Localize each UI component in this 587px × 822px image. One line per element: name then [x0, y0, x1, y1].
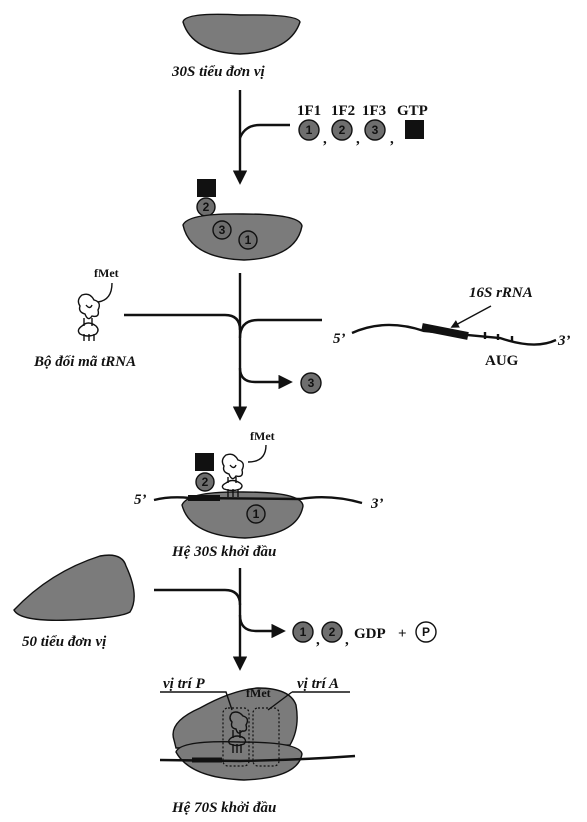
p-site-box	[222, 707, 250, 767]
factor-join-line	[238, 123, 290, 139]
released-if3	[300, 372, 322, 394]
comma-3: ,	[390, 131, 394, 147]
released-if3-number: 3	[308, 376, 315, 390]
a-site-underline	[267, 691, 350, 711]
caption-50s: 50 tiểu đơn vị	[22, 634, 107, 650]
phosphate-circle	[415, 621, 437, 643]
70s-trna-icon: fMet	[228, 686, 271, 753]
complex-gtp-square	[195, 453, 214, 471]
mrna-5prime: 5’	[333, 331, 346, 347]
trna-icon: fMet	[77, 266, 119, 341]
release-line	[238, 614, 286, 639]
if3-circle	[364, 119, 386, 141]
comma-5: ,	[345, 632, 349, 648]
shine-dalgarno-box	[421, 323, 469, 340]
70s-large-subunit	[172, 687, 298, 749]
50s-subunit-shape	[13, 554, 135, 621]
bound-if1	[238, 230, 258, 250]
phosphate-label: P	[422, 625, 430, 639]
caption-70s-complex: Hệ 70S khởi đầu	[171, 800, 276, 816]
released-if1	[292, 621, 314, 643]
complex-if2-number: 2	[202, 475, 209, 489]
bound-if3-number: 3	[219, 223, 226, 237]
70s-mrna	[159, 754, 356, 763]
comma-4: ,	[316, 632, 320, 648]
complex-fmet-label: fMet	[250, 429, 275, 443]
aug-label: AUG	[485, 353, 519, 369]
gtp-square	[405, 120, 424, 139]
p-site-label: vị trí P	[163, 676, 205, 692]
mrna-join-line	[238, 318, 322, 339]
caption-30s: 30S tiểu đơn vị	[171, 64, 265, 80]
30s-complex-shape	[181, 491, 304, 539]
if2-number: 2	[339, 123, 346, 137]
complex-if2	[195, 472, 215, 492]
a-site-box	[252, 707, 280, 767]
if1-number: 1	[306, 123, 313, 137]
mrna-3prime: 3’	[557, 333, 571, 349]
complex-if1	[246, 504, 266, 524]
released-if2	[321, 621, 343, 643]
if3-number: 3	[372, 123, 379, 137]
complex-mrna	[153, 496, 363, 505]
50s-join-line	[154, 588, 242, 606]
if1-circle	[298, 119, 320, 141]
aug-codon-marks	[483, 332, 514, 342]
bound-if1-number: 1	[245, 233, 252, 247]
gtp-label: GTP	[397, 103, 428, 119]
trna-fmet-label: fMet	[94, 266, 119, 280]
70s-fmet-label: fMet	[246, 686, 271, 700]
gdp-label: GDP	[354, 626, 386, 642]
30s-subunit-shape	[182, 13, 301, 55]
comma-2: ,	[356, 131, 360, 147]
released-if1-number: 1	[300, 625, 307, 639]
rrna-label: 16S rRNA	[469, 285, 533, 301]
plus-label: +	[398, 626, 407, 642]
complex-trna-icon: fMet	[221, 429, 275, 497]
comma-1: ,	[323, 131, 327, 147]
caption-30s-complex: Hệ 30S khởi đầu	[171, 544, 276, 560]
complex-if1-number: 1	[253, 507, 260, 521]
released-if2-number: 2	[329, 625, 336, 639]
bound-gtp-square	[197, 179, 216, 197]
rrna-pointer-arrow	[450, 305, 492, 328]
if2-circle	[331, 119, 353, 141]
complex-5prime: 5’	[134, 492, 147, 508]
caption-trna: Bộ đối mã tRNA	[33, 354, 136, 370]
a-site-label: vị trí A	[297, 676, 339, 692]
complex-3prime: 3’	[370, 496, 384, 512]
trna-join-line	[124, 313, 242, 331]
if3-label: 1F3	[362, 103, 386, 119]
release-if3-line	[238, 367, 293, 390]
if1-label: 1F1	[297, 103, 321, 119]
p-site-underline	[160, 691, 233, 711]
bound-if2-number: 2	[203, 200, 210, 214]
if2-label: 1F2	[331, 103, 355, 119]
bound-if3	[212, 220, 232, 240]
